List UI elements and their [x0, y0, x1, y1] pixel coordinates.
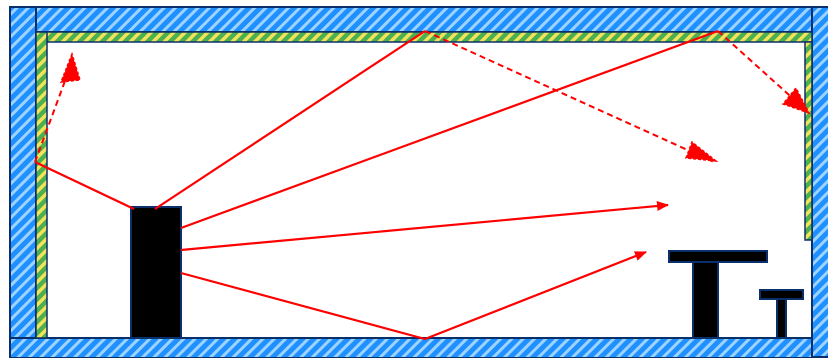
- large-table-top: [669, 251, 767, 262]
- floor-wall: [10, 338, 828, 358]
- small-stool-leg: [777, 299, 786, 338]
- ceiling-wall: [10, 7, 828, 32]
- left-absorber-panel: [36, 32, 47, 338]
- left-wall: [10, 7, 36, 357]
- large-table-leg: [693, 262, 718, 338]
- ceiling-absorber-panel: [36, 32, 812, 42]
- right-wall: [812, 7, 828, 357]
- right-absorber-panel: [805, 42, 812, 240]
- small-stool-top: [760, 290, 803, 299]
- loudspeaker: [131, 207, 181, 338]
